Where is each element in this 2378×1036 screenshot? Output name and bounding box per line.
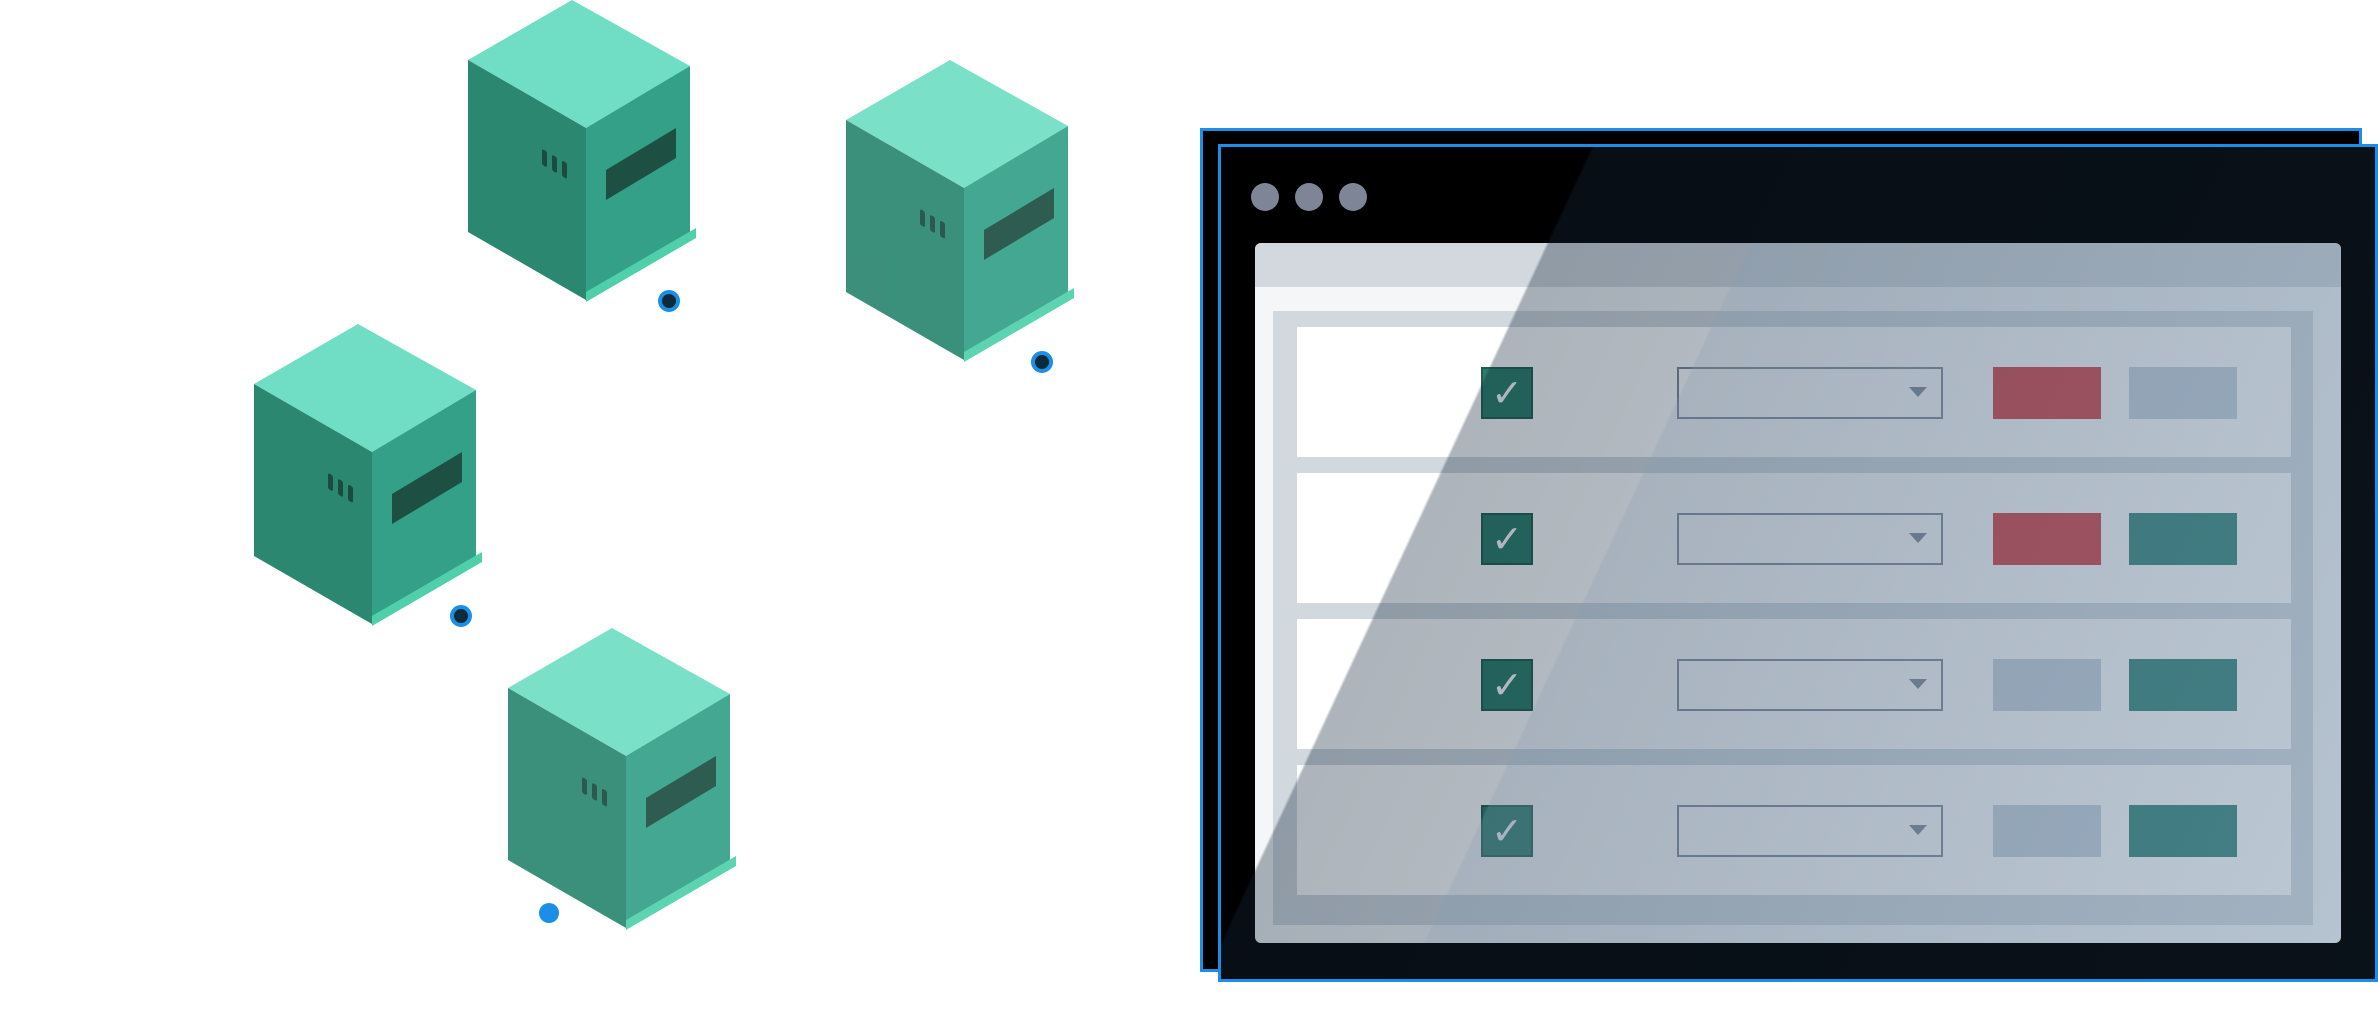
server-2: [846, 60, 1074, 362]
table-row: ✓: [1297, 765, 2291, 895]
server-2-status-dot: [1031, 351, 1053, 373]
server-3-status-dot: [450, 605, 472, 627]
table-row: ✓: [1297, 473, 2291, 603]
row-action-button-2[interactable]: [2129, 659, 2237, 711]
chevron-down-icon: [1909, 679, 1927, 689]
row-action-button-1[interactable]: [1993, 805, 2101, 857]
row-checkbox[interactable]: ✓: [1481, 367, 1533, 419]
server-3: [254, 324, 482, 626]
server-4: [508, 628, 736, 930]
row-action-button-1[interactable]: [1993, 659, 2101, 711]
row-checkbox[interactable]: ✓: [1481, 659, 1533, 711]
chevron-down-icon: [1909, 387, 1927, 397]
window-frame: ✓ ✓ ✓ ✓: [1218, 144, 2378, 982]
chevron-down-icon: [1909, 825, 1927, 835]
row-action-button-2[interactable]: [2129, 805, 2237, 857]
rows-container: ✓ ✓ ✓ ✓: [1273, 311, 2313, 925]
row-action-button-2[interactable]: [2129, 513, 2237, 565]
row-action-button-2[interactable]: [2129, 367, 2237, 419]
row-dropdown[interactable]: [1677, 513, 1943, 565]
panel-header: [1255, 243, 2341, 287]
server-cluster: [254, 0, 1074, 930]
server-1: [468, 0, 696, 302]
row-dropdown[interactable]: [1677, 805, 1943, 857]
row-action-button-1[interactable]: [1993, 367, 2101, 419]
table-row: ✓: [1297, 619, 2291, 749]
browser-window: ✓ ✓ ✓ ✓: [1200, 128, 2378, 984]
row-dropdown[interactable]: [1677, 367, 1943, 419]
window-controls: [1251, 183, 1367, 211]
chevron-down-icon: [1909, 533, 1927, 543]
window-dot-minimize[interactable]: [1295, 183, 1323, 211]
row-checkbox[interactable]: ✓: [1481, 513, 1533, 565]
content-panel: ✓ ✓ ✓ ✓: [1255, 243, 2341, 943]
server-1-status-dot: [658, 290, 680, 312]
row-checkbox[interactable]: ✓: [1481, 805, 1533, 857]
row-dropdown[interactable]: [1677, 659, 1943, 711]
window-dot-maximize[interactable]: [1339, 183, 1367, 211]
server-4-status-dot: [539, 903, 559, 923]
window-dot-close[interactable]: [1251, 183, 1279, 211]
table-row: ✓: [1297, 327, 2291, 457]
row-action-button-1[interactable]: [1993, 513, 2101, 565]
